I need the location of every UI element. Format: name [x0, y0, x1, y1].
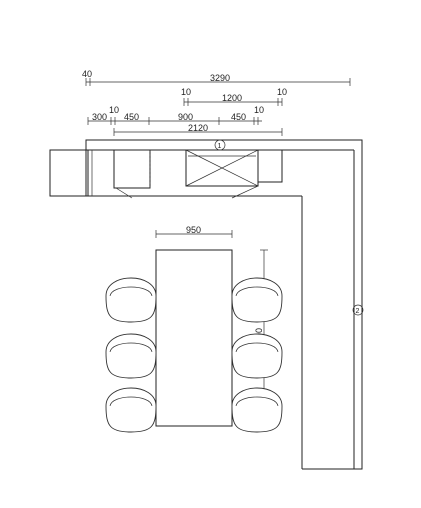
dining-table [155, 249, 233, 427]
svg-text:2: 2 [356, 308, 360, 315]
marker-2: 2 [352, 304, 364, 316]
marker-1: 1 [214, 139, 226, 151]
base-cabinet-right [257, 149, 283, 183]
dim-label-10-left: 10 [181, 87, 191, 97]
dim-label-900: 900 [178, 112, 193, 122]
chair-left-middle [105, 333, 157, 379]
dim-label-40: 40 [82, 69, 92, 79]
dim-label-2120: 2120 [188, 123, 208, 133]
chair-left-top [105, 277, 157, 323]
dim-label-300: 300 [92, 112, 107, 122]
dim-label-450-left: 450 [124, 112, 139, 122]
dim-label-450-right: 450 [231, 112, 246, 122]
dim-label-10-right: 10 [277, 87, 287, 97]
dim-label-950: 950 [186, 225, 201, 235]
dim-label-10-d: 10 [254, 105, 264, 115]
dim-label-10-c: 10 [109, 105, 119, 115]
chair-right-middle [231, 333, 283, 379]
tall-unit-left [49, 149, 89, 197]
svg-text:1: 1 [218, 143, 222, 150]
chair-left-bottom [105, 387, 157, 433]
dim-label-1200: 1200 [222, 93, 242, 103]
kitchen-counter-l-shape [49, 139, 363, 470]
chair-right-top [231, 277, 283, 323]
dim-label-3290: 3290 [210, 73, 230, 83]
chair-right-bottom [231, 387, 283, 433]
chairs [105, 277, 283, 433]
base-cabinet-left [113, 149, 151, 189]
